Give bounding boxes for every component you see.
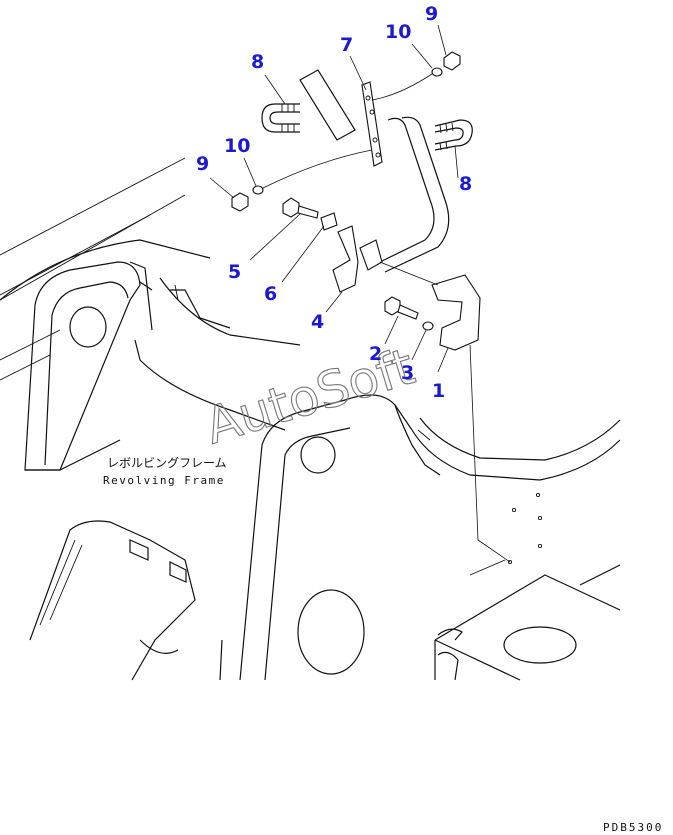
frame-label-english: Revolving Frame (103, 474, 225, 487)
callout-8: 8 (459, 173, 472, 195)
callout-6: 6 (264, 283, 277, 305)
watermark: AutoSoft (199, 337, 421, 455)
callout-2: 2 (369, 343, 382, 365)
revolving-frame-drawing (0, 157, 621, 681)
part-7-plate (361, 81, 383, 167)
callout-3: 3 (401, 362, 414, 384)
callout-9: 9 (425, 3, 438, 25)
callout-9: 9 (196, 153, 209, 175)
bracket-4 (332, 225, 359, 293)
guard-assembly (231, 51, 511, 563)
callout-5: 5 (228, 261, 241, 283)
callout-1: 1 (432, 380, 445, 402)
washer-10-left (252, 185, 264, 195)
nut-9-left (231, 192, 249, 212)
callout-4: 4 (311, 311, 324, 333)
callout-numbers: 7 8 8 9 9 10 10 5 6 4 2 3 1 (196, 3, 472, 402)
washer-3 (422, 321, 434, 331)
bracket-1 (431, 274, 481, 351)
callout-8: 8 (251, 51, 264, 73)
washer-10-top (431, 67, 443, 77)
bolt-5 (282, 197, 300, 218)
callout-leaders (209, 24, 459, 373)
callout-7: 7 (340, 34, 353, 56)
drawing-code: PDB5300 (603, 821, 663, 834)
callout-10: 10 (385, 21, 411, 43)
callout-10: 10 (224, 135, 250, 157)
frame-label-japanese: レボルビングフレーム (107, 456, 227, 470)
plate-6 (320, 212, 338, 231)
nut-9-top (443, 51, 461, 71)
